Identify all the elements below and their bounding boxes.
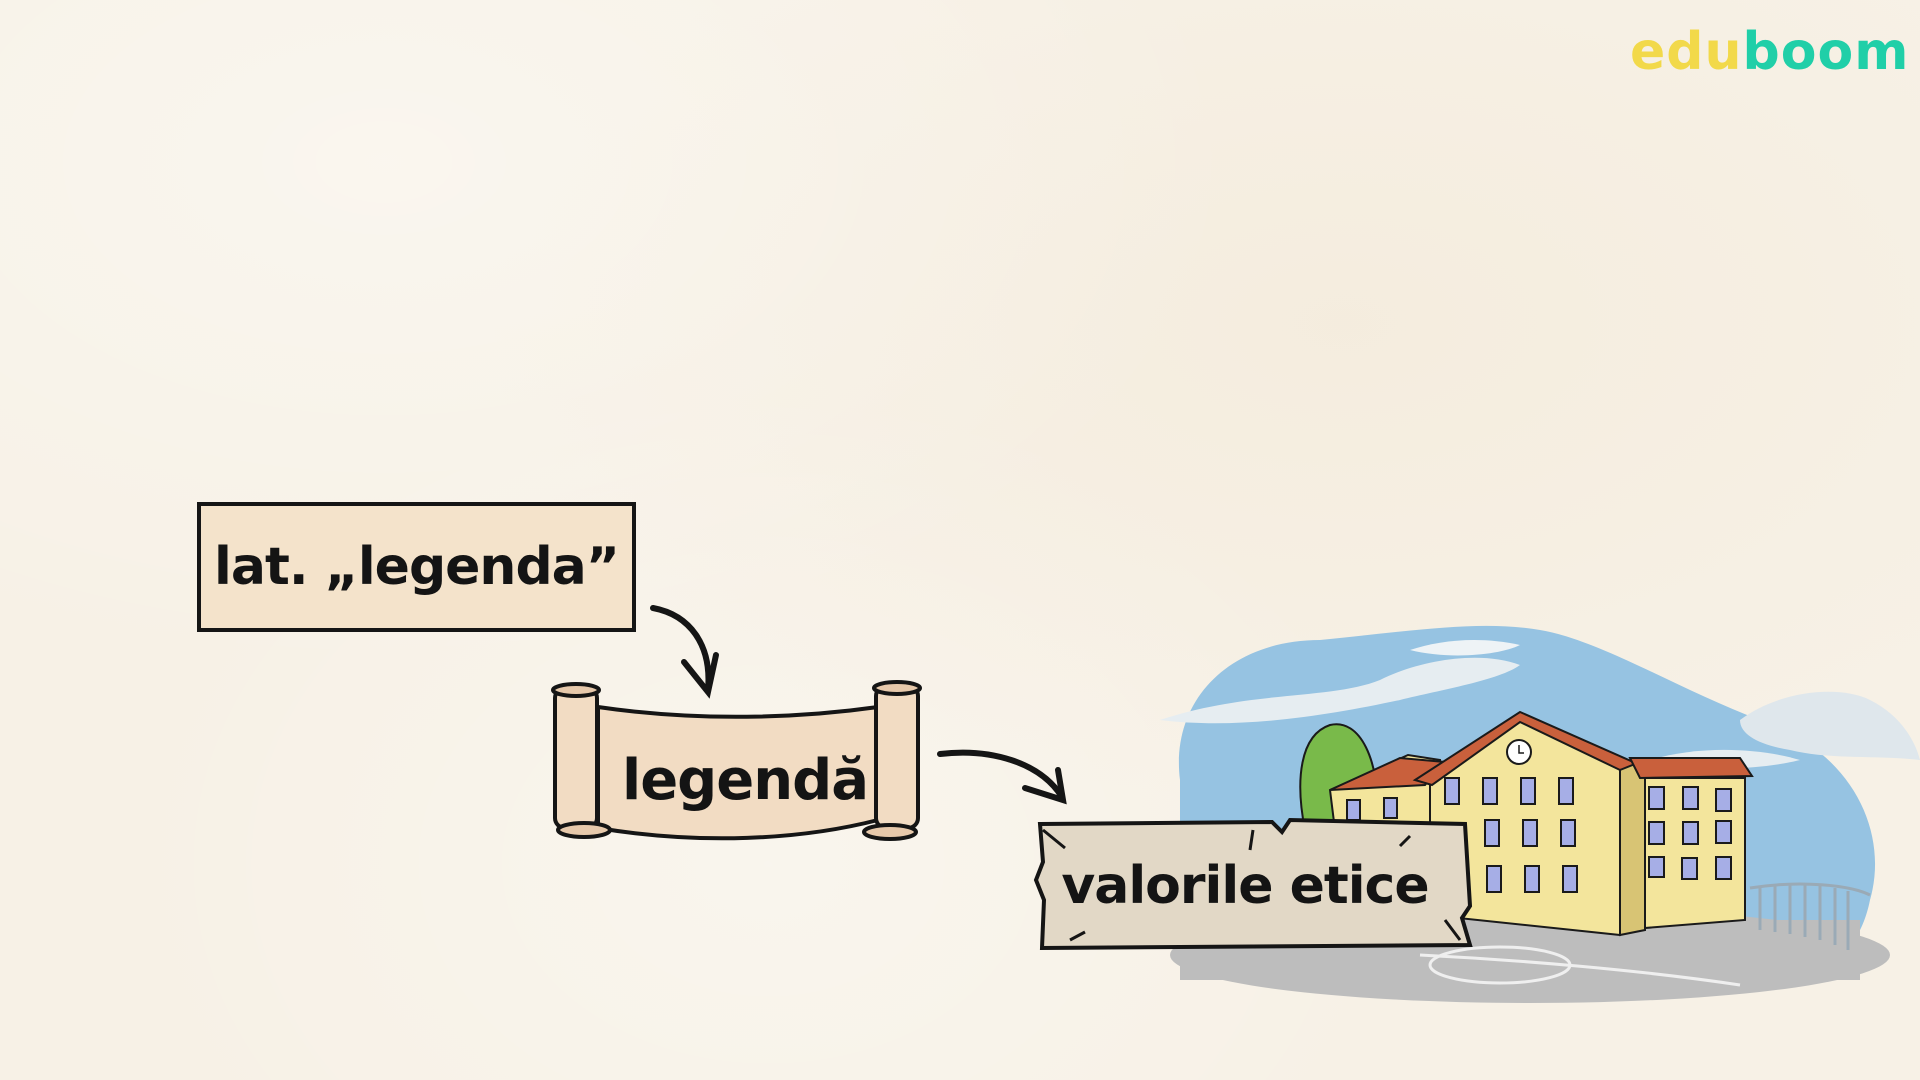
scroll-shape [551, 680, 922, 841]
latin-origin-box: lat. „legenda” [197, 502, 636, 632]
arrow-icon [937, 749, 1067, 805]
ethical-values-label: valorile etice [1061, 856, 1429, 916]
latin-origin-label: lat. „legenda” [214, 537, 620, 597]
logo-edu: edu [1630, 22, 1743, 82]
eduboom-logo: eduboom [1630, 22, 1909, 82]
logo-boom: boom [1742, 22, 1910, 82]
plank-shape [1033, 817, 1473, 951]
arrow-icon [650, 605, 719, 699]
legenda-label: legendă [622, 748, 869, 813]
